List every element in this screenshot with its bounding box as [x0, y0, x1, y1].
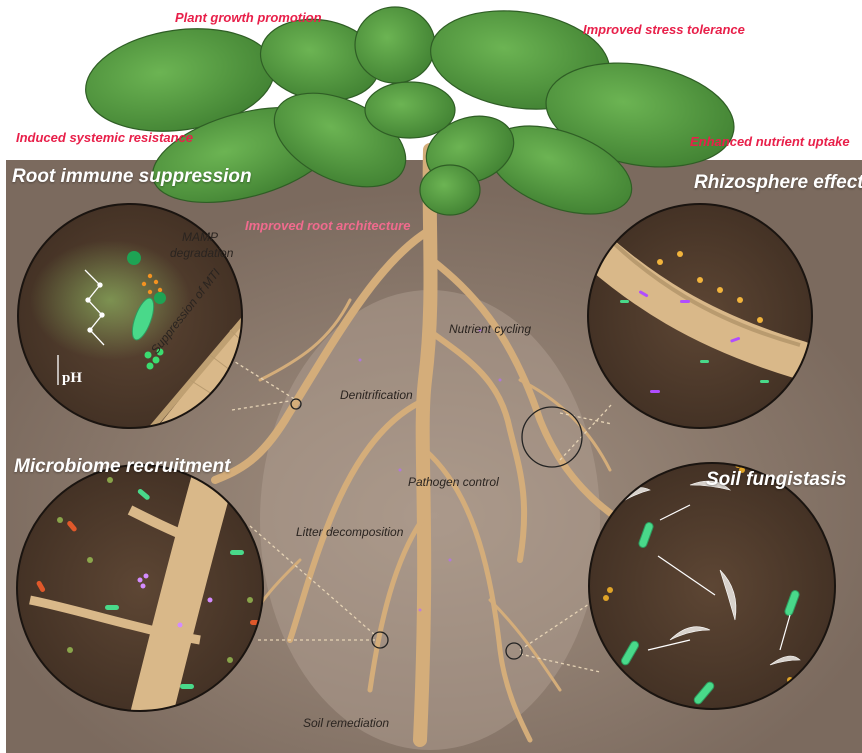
benefit-nutrient-uptake: Enhanced nutrient uptake [690, 134, 850, 149]
title-microbiome-recruitment: Microbiome recruitment [14, 456, 230, 478]
label-degradation: degradation [170, 246, 233, 260]
label-litter-decomposition: Litter decomposition [296, 525, 403, 539]
title-root-immune-suppression: Root immune suppression [12, 166, 252, 188]
benefit-plant-growth: Plant growth promotion [175, 10, 322, 25]
label-soil-remediation: Soil remediation [303, 716, 389, 730]
label-ph: pH [62, 370, 82, 387]
title-rhizosphere-effect: Rhizosphere effect [694, 172, 862, 194]
benefit-systemic-resistance: Induced systemic resistance [16, 130, 193, 145]
label-pathogen-control: Pathogen control [408, 475, 499, 489]
label-nutrient-cycling: Nutrient cycling [449, 322, 531, 336]
title-soil-fungistasis: Soil fungistasis [706, 469, 846, 491]
label-mamp: MAMP [182, 230, 218, 244]
inset-rhizosphere [585, 204, 812, 428]
benefit-root-architecture: Improved root architecture [245, 218, 410, 233]
label-denitrification: Denitrification [340, 388, 413, 402]
benefit-stress-tolerance: Improved stress tolerance [583, 22, 745, 37]
